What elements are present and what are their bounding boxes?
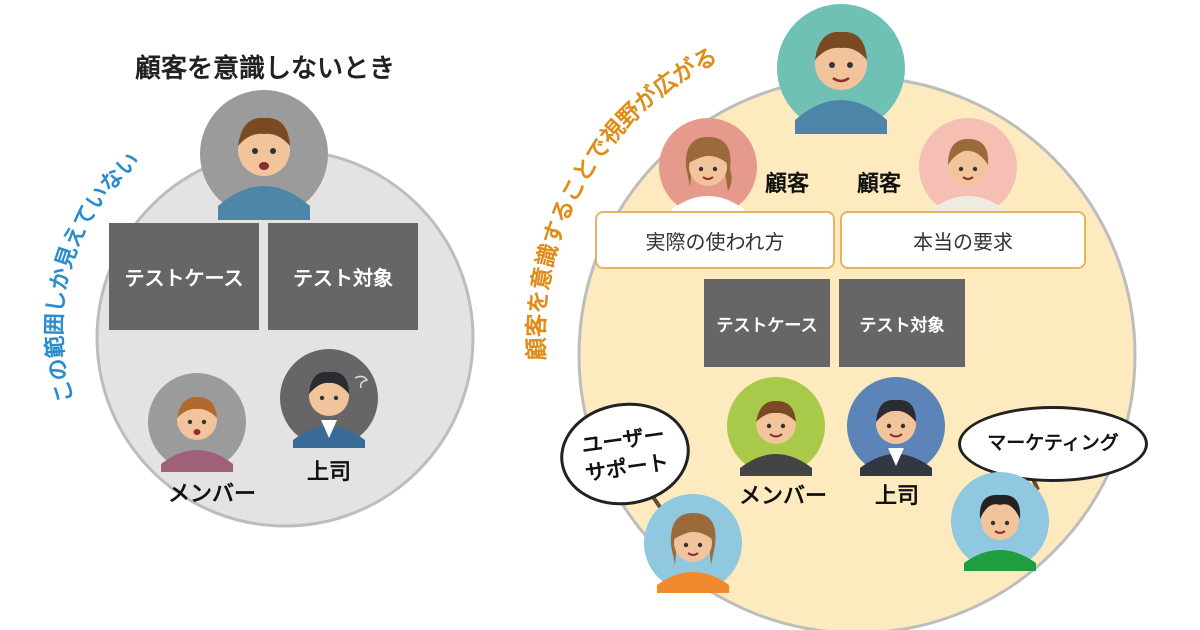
- support-avatar: [644, 494, 742, 593]
- left-testcase-box: テストケース: [109, 223, 259, 330]
- left-member-avatar: [148, 373, 246, 472]
- requirement-callout: 本当の要求: [840, 211, 1086, 269]
- right-testcase-box: テストケース: [704, 279, 830, 367]
- right-member-avatar: [727, 377, 825, 476]
- left-boss-label: 上司: [306, 460, 351, 485]
- right-member-label: メンバー: [738, 484, 827, 509]
- left-customer-avatar: [200, 90, 328, 220]
- right-customer2-avatar: [919, 118, 1017, 217]
- left-title: 顧客を意識しないとき: [134, 54, 395, 84]
- marketing-avatar: [951, 472, 1049, 571]
- left-target-box: テスト対象: [268, 223, 418, 330]
- usage-callout: 実際の使われ方: [595, 211, 835, 269]
- right-boss-avatar: [847, 377, 945, 476]
- left-boss-avatar: [280, 349, 378, 448]
- right-customer1-label: 顧客: [765, 172, 810, 197]
- right-boss-label: 上司: [874, 484, 919, 509]
- left-member-label: メンバー: [167, 482, 256, 507]
- right-target-box: テスト対象: [839, 279, 965, 367]
- right-customer1-avatar: [659, 118, 757, 217]
- right-top-customer-avatar: [777, 4, 905, 134]
- right-customer2-label: 顧客: [857, 172, 902, 197]
- marketing-label: マーケティング: [987, 432, 1119, 455]
- marketing-bubble: マーケティング: [958, 406, 1148, 482]
